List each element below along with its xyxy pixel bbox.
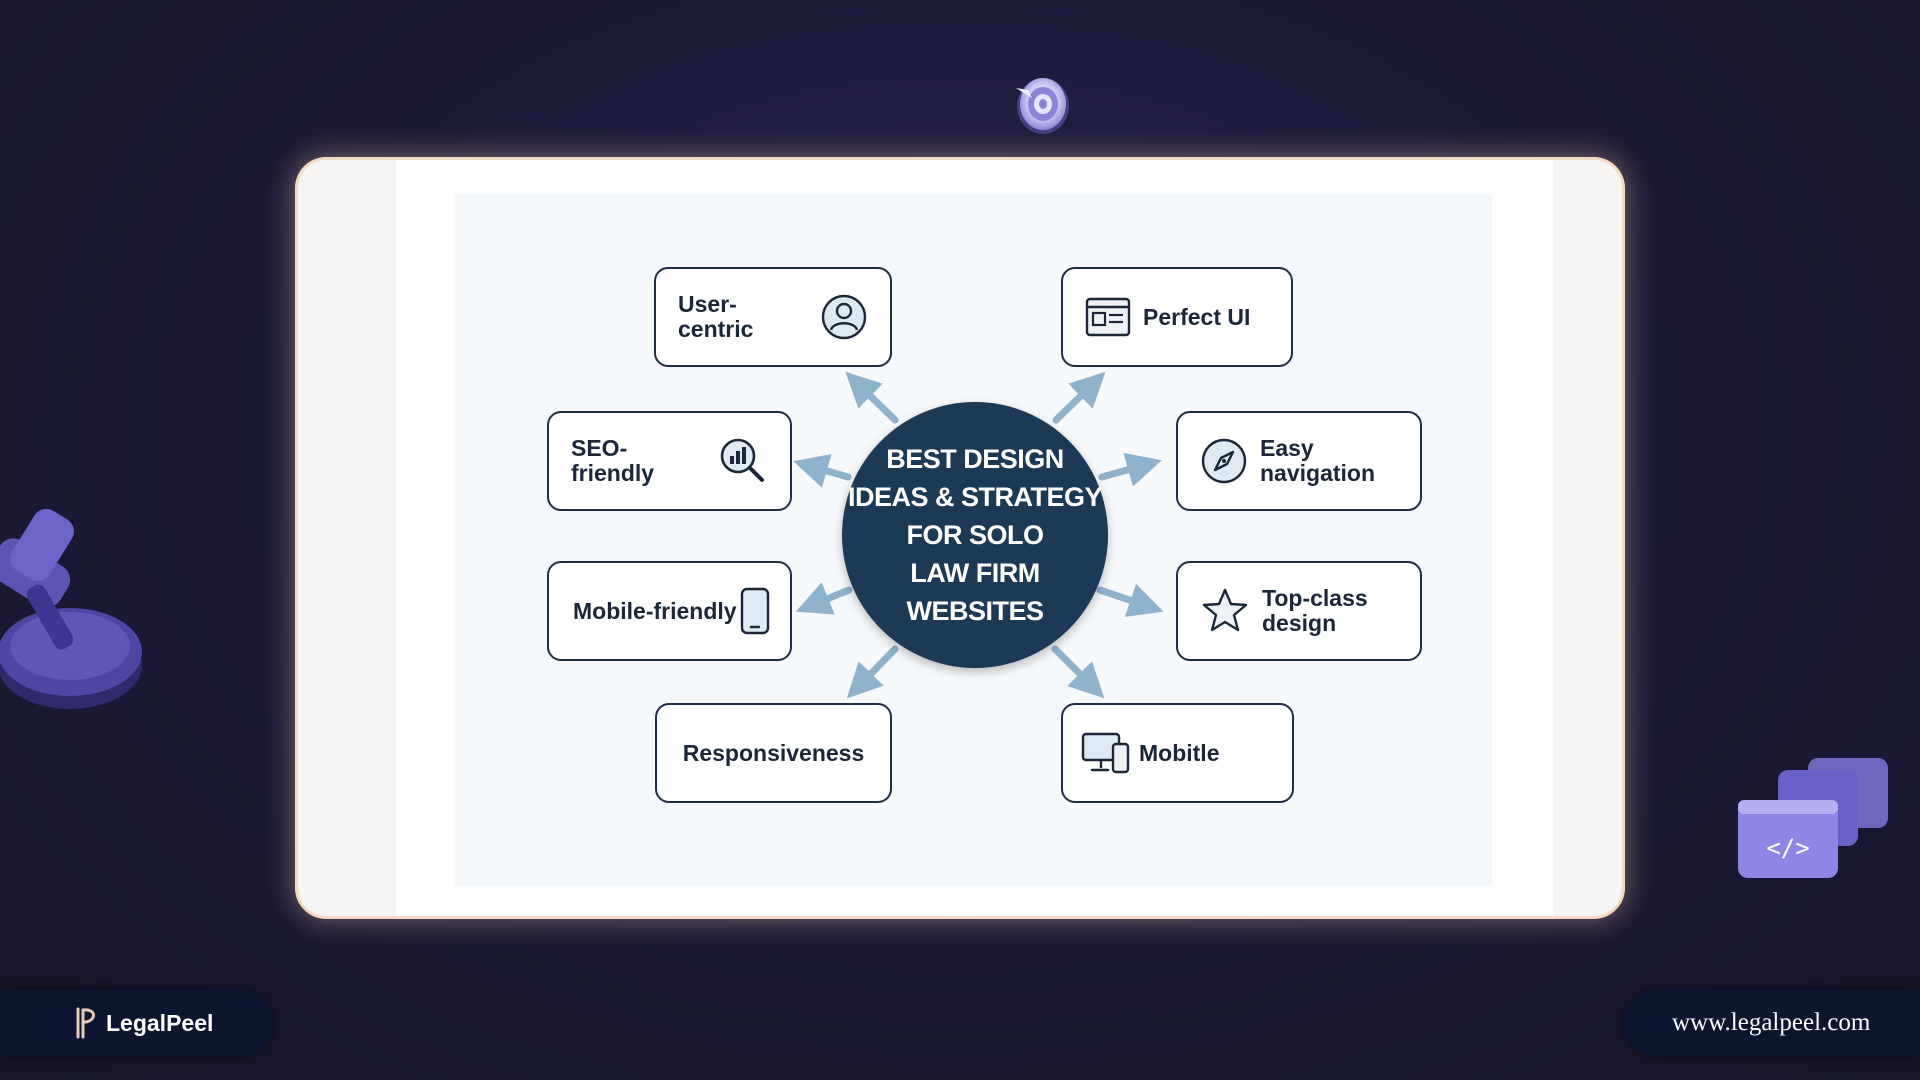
node-seo-friendly: SEO-friendly <box>547 411 792 511</box>
node-label: User-centric <box>678 291 754 342</box>
website-url[interactable]: www.legalpeel.com <box>1672 1009 1871 1036</box>
compass-icon <box>1200 437 1248 485</box>
node-user-centric: User-centric <box>654 267 892 367</box>
node-responsiveness: Responsiveness <box>655 703 892 803</box>
arrow-perfect-ui <box>1052 371 1106 424</box>
hub-line-4: LAW FIRM <box>910 558 1040 588</box>
arrow-user-centric <box>845 371 899 424</box>
node-label: Easy navigation <box>1260 435 1376 486</box>
hub-circle: BEST DESIGN IDEAS & STRATEGY FOR SOLO LA… <box>842 402 1108 668</box>
brand-pill[interactable]: LegalPeel <box>0 990 273 1056</box>
arrow-mobile <box>1051 645 1105 699</box>
node-label: SEO-friendly <box>571 435 655 486</box>
hub-line-1: BEST DESIGN <box>886 444 1064 474</box>
node-mobile-friendly: Mobile-friendly <box>547 561 792 661</box>
smartphone-icon <box>739 586 771 636</box>
svg-text:</>: </> <box>1766 834 1809 862</box>
hub-line-5: WEBSITES <box>906 596 1044 626</box>
user-icon <box>820 293 868 341</box>
node-label: Mobile-friendly <box>573 597 737 624</box>
hub-line-2: IDEAS & STRATEGY <box>847 482 1103 512</box>
node-label: Responsiveness <box>682 739 865 766</box>
arrow-responsiveness <box>846 645 899 699</box>
layout-icon <box>1085 296 1131 338</box>
arrow-mobile-friendly <box>795 582 853 615</box>
node-label: Mobitle <box>1139 739 1220 766</box>
code-window-icon: </> <box>1738 758 1888 878</box>
arrow-easy-navigation <box>1098 452 1162 487</box>
star-icon <box>1200 587 1250 635</box>
brand-name: LegalPeel <box>106 1009 214 1036</box>
devices-icon <box>1081 730 1131 776</box>
node-easy-navigation: Easy navigation <box>1176 411 1422 511</box>
arrow-seo-friendly <box>793 454 852 488</box>
node-perfect-ui: Perfect UI <box>1061 267 1293 367</box>
legalpeel-logo-icon <box>76 1007 96 1039</box>
node-top-class-design: Top-class design <box>1176 561 1422 661</box>
gavel-icon <box>0 508 142 709</box>
arrow-top-class-design <box>1096 583 1164 617</box>
website-pill[interactable]: www.legalpeel.com <box>1624 990 1920 1056</box>
node-mobile: Mobitle <box>1061 703 1294 803</box>
node-label: Top-class design <box>1262 585 1368 636</box>
target-icon <box>1016 78 1069 134</box>
hub-line-3: FOR SOLO <box>906 520 1045 550</box>
node-label: Perfect UI <box>1143 303 1251 330</box>
analytics-search-icon <box>718 436 768 486</box>
